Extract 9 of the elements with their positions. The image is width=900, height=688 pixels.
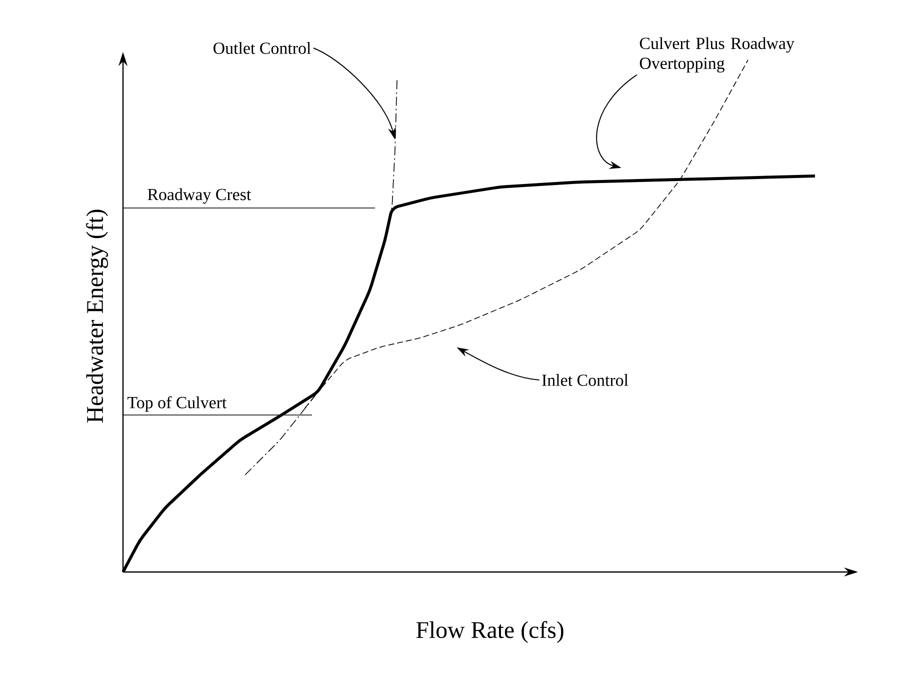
- reference-label: Top of Culvert: [126, 395, 228, 413]
- axis-title: Flow Rate (cfs): [416, 621, 564, 643]
- curve: [304, 60, 748, 408]
- curve: [122, 174, 816, 573]
- leader-arrow: [596, 74, 638, 169]
- callout-text: Inlet Control: [542, 374, 628, 386]
- callout-text: Outlet Control: [214, 42, 311, 54]
- reference-label: Roadway Crest: [146, 187, 252, 205]
- callout-text: Culvert Plus Roadway Overtopping: [640, 37, 794, 73]
